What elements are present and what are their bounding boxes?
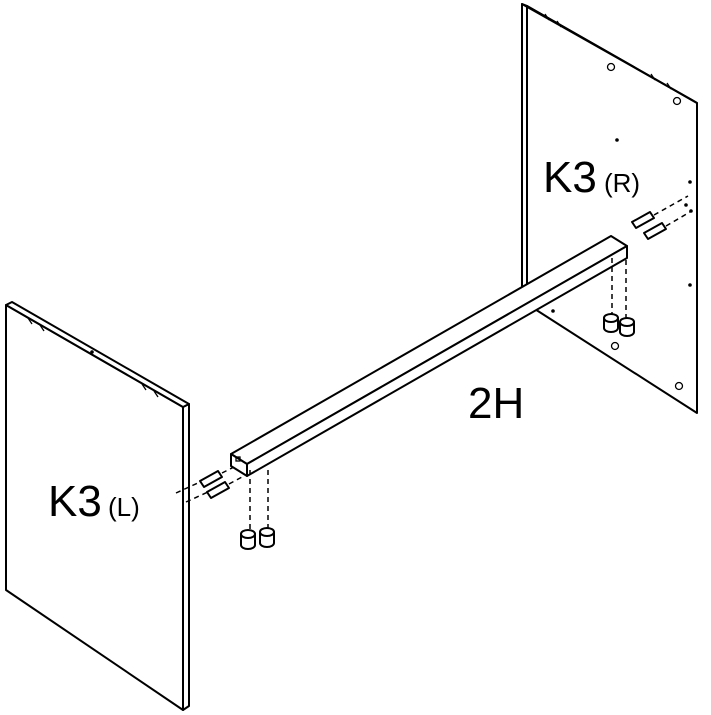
left-panel-code: K3: [48, 477, 102, 526]
right-cam-locks: [603, 258, 635, 337]
dowel-icon: [643, 222, 667, 240]
right-panel-notch: [650, 73, 656, 81]
left-side-panel: K3 (L): [5, 301, 190, 711]
rail-2h: 2H: [230, 235, 628, 477]
dowel-icon: [199, 470, 223, 488]
rail-top: [230, 235, 628, 465]
right-panel-pin: [688, 180, 692, 184]
left-cam-locks: [240, 470, 275, 550]
right-dowels: [631, 195, 691, 240]
dowel-guide: [665, 211, 691, 227]
right-panel-hole: [610, 341, 620, 351]
right-panel-notch: [544, 13, 550, 21]
right-panel-pin: [684, 203, 688, 207]
left-dowels: [175, 465, 243, 503]
right-panel-code: K3: [543, 153, 597, 202]
right-panel-pin: [689, 209, 693, 213]
cam-lock-top: [240, 529, 256, 539]
right-panel-notch: [556, 20, 562, 28]
dowel-icon: [206, 481, 230, 499]
left-panel-notch: [153, 390, 159, 398]
right-panel-face: [526, 5, 698, 414]
dowel-icon: [631, 211, 655, 229]
right-panel-pin: [615, 138, 619, 142]
right-panel-side: (R): [604, 168, 640, 198]
rail-slot: [235, 456, 241, 462]
left-panel-notch: [141, 383, 147, 391]
cam-lock-top: [619, 317, 635, 327]
right-panel-hole: [674, 381, 684, 391]
dowel-guide: [175, 481, 201, 494]
dowel-guide: [185, 491, 209, 503]
rail-front: [246, 245, 628, 477]
cam-lock-top: [603, 313, 619, 323]
right-panel-pin: [551, 309, 555, 313]
right-panel-notch: [666, 82, 672, 90]
right-side-panel: K3 (R): [521, 3, 698, 414]
cam-lock-top: [259, 527, 275, 537]
right-panel-edge: [521, 3, 528, 305]
right-panel-pin: [688, 283, 692, 287]
left-panel-pin: [90, 350, 94, 354]
left-panel-top-edge: [5, 301, 190, 408]
left-panel-notch: [39, 324, 45, 332]
left-panel-side: (L): [108, 492, 140, 522]
right-panel-top-edge: [521, 3, 698, 104]
rail-code: 2H: [468, 379, 524, 428]
right-panel-hole: [606, 62, 616, 72]
left-panel-edge: [182, 403, 190, 711]
left-panel-notch: [27, 317, 33, 325]
dowel-guide: [653, 195, 689, 216]
right-panel-hole: [672, 96, 682, 106]
dowel-guide: [228, 476, 243, 485]
